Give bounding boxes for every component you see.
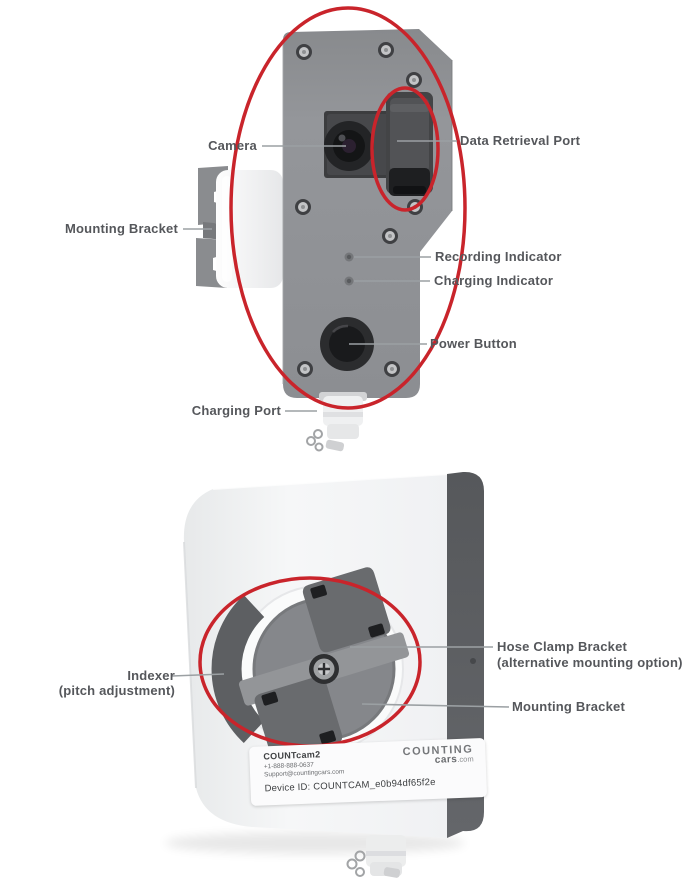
label-data-retrieval-port: Data Retrieval Port <box>460 133 581 148</box>
product-sticker: COUNTcam2 +1-888-888-0637 Support@counti… <box>249 737 488 806</box>
label-power-button: Power Button <box>430 336 517 351</box>
label-hose-clamp-bracket-line2: (alternative mounting option) <box>497 655 683 670</box>
label-indexer-line2: (pitch adjustment) <box>58 683 175 698</box>
indexer-arc <box>211 595 265 743</box>
recording-indicator-led <box>344 252 354 262</box>
red-ellipse-front-body <box>229 6 467 410</box>
logo-cars: cars <box>434 754 458 766</box>
label-mounting-bracket-front: Mounting Bracket <box>65 221 178 236</box>
label-charging-port: Charging Port <box>191 403 281 418</box>
front-mounting-bracket <box>196 166 283 288</box>
countingcars-logo: COUNTING cars.com <box>402 743 473 767</box>
label-mounting-bracket-back: Mounting Bracket <box>512 699 625 714</box>
label-charging-indicator: Charging Indicator <box>434 273 554 288</box>
label-recording-indicator: Recording Indicator <box>435 249 562 264</box>
label-hose-clamp-bracket: Hose Clamp Bracket (alternative mounting… <box>497 639 683 671</box>
label-hose-clamp-bracket-line1: Hose Clamp Bracket <box>497 639 628 654</box>
sticker-device-id: Device ID: COUNTCAM_e0b94df65f2e <box>264 776 436 795</box>
charging-port-plug <box>306 392 367 452</box>
front-view-photo <box>183 6 467 452</box>
label-camera: Camera <box>208 138 257 153</box>
center-screw <box>309 654 339 684</box>
logo-dotcom: .com <box>457 754 474 765</box>
charging-indicator-led <box>344 276 354 286</box>
power-button <box>320 317 374 371</box>
front-leader-lines <box>183 140 457 412</box>
data-retrieval-port <box>386 92 433 196</box>
back-charging-port <box>346 835 406 878</box>
label-indexer: Indexer (pitch adjustment) <box>59 668 175 698</box>
back-leader-lines <box>171 646 510 708</box>
sticker-product-name: COUNTcam2 <box>263 749 321 762</box>
sticker-contact-block: COUNTcam2 +1-888-888-0637 Support@counti… <box>263 748 344 778</box>
label-indexer-line1: Indexer <box>127 668 175 683</box>
camera-lens <box>324 111 395 178</box>
red-ellipse-data-port <box>370 86 440 212</box>
back-view-photo <box>165 471 510 878</box>
